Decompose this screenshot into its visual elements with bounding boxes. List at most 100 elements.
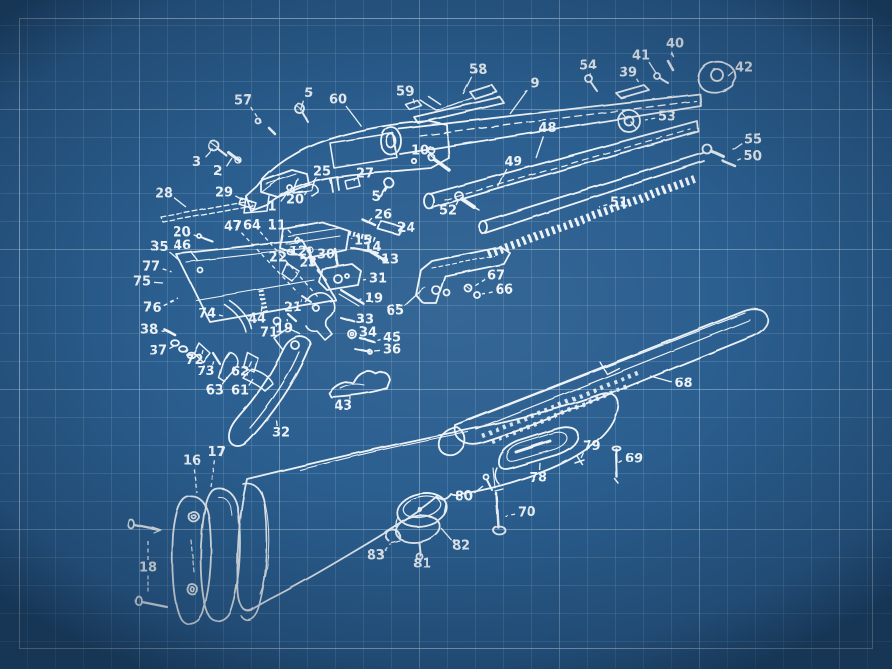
- leader-line-48: [535, 136, 545, 159]
- part-label-71: 71: [260, 326, 278, 341]
- part-label-39: 39: [619, 66, 637, 81]
- leader-line-26: [368, 217, 373, 222]
- leader-line-55: [732, 143, 743, 151]
- part-label-13: 13: [381, 253, 399, 268]
- part-label-44: 44: [248, 312, 266, 327]
- leader-line-11: [287, 229, 292, 234]
- leader-line-60: [345, 105, 362, 127]
- part-label-58: 58: [469, 63, 487, 78]
- part-label-78: 78: [529, 471, 547, 486]
- leader-line-16: [193, 468, 198, 494]
- leader-line-76: [162, 297, 179, 306]
- leader-line-70: [504, 513, 516, 517]
- leader-line-51: [598, 203, 608, 208]
- part-label-1: 1: [267, 200, 276, 215]
- leader-line-2: [225, 157, 233, 167]
- part-label-20: 20: [286, 193, 304, 208]
- part-label-47: 47: [224, 220, 242, 235]
- front-sight-hood: [697, 60, 737, 94]
- leader-line-49: [497, 168, 508, 188]
- part-label-37: 37: [149, 344, 167, 359]
- part-label-11: 11: [268, 219, 286, 234]
- leader-line-50: [734, 158, 742, 163]
- part-label-55: 55: [744, 133, 762, 148]
- leader-line-65: [403, 286, 426, 307]
- part-label-19: 19: [365, 292, 383, 307]
- part-label-81: 81: [413, 557, 431, 572]
- buttstock: [236, 392, 620, 612]
- part-label-49: 49: [504, 155, 522, 170]
- part-label-50: 50: [744, 150, 762, 165]
- part-label-27: 27: [356, 167, 374, 182]
- stock-bolt: [494, 491, 500, 529]
- part-label-2: 2: [213, 165, 222, 180]
- part-label-29: 29: [215, 186, 233, 201]
- leader-line-36: [373, 349, 381, 352]
- part-label-23: 23: [299, 256, 317, 271]
- part-label-32: 32: [272, 426, 290, 441]
- rear-sight: [404, 84, 505, 124]
- part-label-70: 70: [518, 506, 536, 521]
- part-label-5: 5: [371, 190, 380, 205]
- part-label-51: 51: [610, 196, 628, 211]
- part-label-59: 59: [396, 85, 414, 100]
- leader-line-15: [350, 237, 353, 240]
- leader-line-68: [649, 375, 673, 383]
- part-label-48: 48: [539, 122, 557, 137]
- leader-line-42: [727, 71, 734, 77]
- part-label-67: 67: [487, 269, 505, 284]
- part-label-3: 3: [191, 155, 200, 170]
- part-label-52: 52: [439, 204, 457, 219]
- leader-line-67: [472, 278, 486, 288]
- receiver: [208, 103, 450, 214]
- leader-line-9: [509, 89, 528, 115]
- part-label-65: 65: [386, 304, 404, 319]
- leader-line-53: [644, 117, 656, 121]
- part-label-82: 82: [452, 539, 470, 554]
- leader-line-28: [173, 197, 187, 208]
- part-label-54: 54: [579, 59, 597, 74]
- part-label-83: 83: [367, 549, 385, 564]
- part-label-5: 5: [304, 87, 313, 102]
- leader-line-27: [353, 178, 356, 182]
- leader-line-3: [205, 148, 214, 158]
- leader-line-37: [169, 345, 175, 350]
- leader-line-82: [440, 527, 453, 542]
- forearm: [437, 308, 769, 457]
- part-label-24: 24: [397, 221, 415, 236]
- leader-line-74: [218, 314, 224, 317]
- part-label-43: 43: [334, 399, 352, 414]
- part-label-79: 79: [583, 440, 601, 455]
- leader-line-83: [384, 543, 392, 552]
- leader-line-19: [357, 298, 363, 301]
- part-label-35: 35: [150, 240, 168, 255]
- part-label-30: 30: [317, 248, 335, 263]
- leader-line-40: [670, 51, 673, 60]
- part-label-34: 34: [359, 326, 377, 341]
- leader-line-69: [618, 460, 623, 464]
- part-label-57: 57: [234, 94, 252, 109]
- part-label-73: 73: [197, 365, 215, 380]
- trigger-plate: [328, 370, 391, 398]
- part-label-9: 9: [530, 77, 539, 92]
- stock-bolt-group: [482, 467, 506, 535]
- barrel-band: [617, 109, 641, 133]
- part-label-62: 62: [231, 365, 249, 380]
- part-label-26: 26: [374, 208, 392, 223]
- part-label-41: 41: [632, 49, 650, 64]
- magazine-tube-assembly: [423, 120, 705, 258]
- part-label-38: 38: [140, 323, 158, 338]
- part-label-31: 31: [369, 272, 387, 287]
- leader-line-66: [481, 290, 493, 295]
- part-label-16: 16: [183, 454, 201, 469]
- part-label-22: 22: [269, 251, 287, 266]
- part-label-64: 64: [243, 219, 261, 234]
- leader-line-46: [190, 251, 199, 262]
- magazine-spring: [486, 174, 699, 258]
- part-label-75: 75: [133, 275, 151, 290]
- butt-plate-group: [127, 482, 268, 625]
- leader-line-75: [153, 281, 164, 284]
- part-label-68: 68: [675, 377, 693, 392]
